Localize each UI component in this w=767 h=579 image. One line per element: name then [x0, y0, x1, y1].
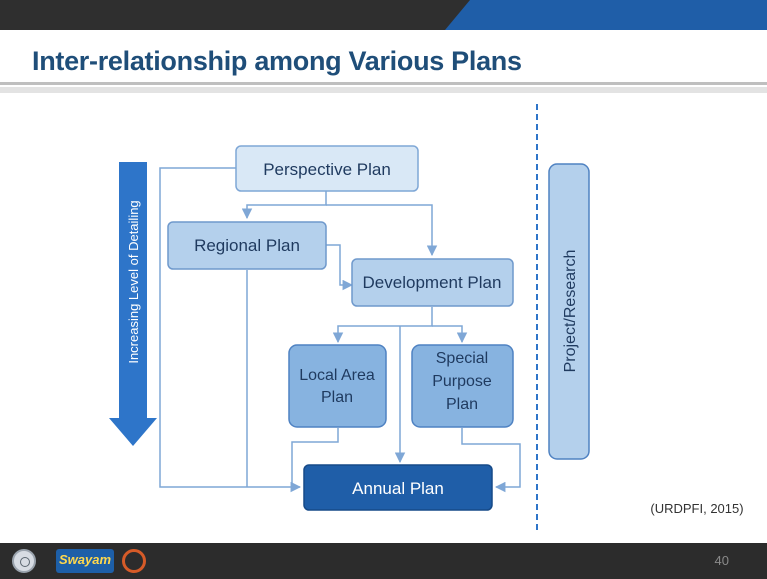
node-perspective-plan: Perspective Plan — [235, 145, 419, 192]
swayam-logo: Swayam — [56, 549, 114, 573]
node-perspective-label: Perspective Plan — [263, 160, 391, 179]
node-development-label: Development Plan — [363, 273, 502, 292]
connector-perspective-development — [326, 204, 438, 257]
node-regional-plan: Regional Plan — [167, 221, 327, 270]
node-special-purpose-plan: Special Purpose Plan — [411, 344, 514, 428]
connector-local-annual — [291, 428, 339, 487]
swayam-logo-text: Swayam — [58, 552, 112, 567]
node-annual-plan: Annual Plan — [303, 464, 493, 511]
connector-perspective-branch — [241, 191, 327, 220]
node-local-area-plan: Local Area Plan — [288, 344, 387, 428]
nptel-logo — [122, 549, 146, 573]
node-special-line2: Purpose — [432, 373, 492, 390]
node-local-area-line2: Plan — [321, 389, 353, 406]
connector-special-annual — [461, 428, 521, 493]
node-development-plan: Development Plan — [351, 258, 514, 307]
connectors — [159, 167, 521, 493]
node-annual-label: Annual Plan — [352, 479, 444, 498]
detailing-arrow: Increasing Level of Detailing — [109, 162, 157, 446]
institute-logo — [12, 549, 36, 573]
page-number: 40 — [714, 553, 729, 568]
footer-bar: Swayam 40 — [0, 543, 767, 579]
connector-development-special — [432, 325, 468, 344]
connector-development-branch — [332, 307, 433, 344]
detailing-arrow-label: Increasing Level of Detailing — [126, 200, 141, 363]
citation: (URDPFI, 2015) — [650, 501, 743, 516]
connector-regional-development — [326, 244, 354, 291]
node-regional-label: Regional Plan — [194, 236, 300, 255]
node-special-line3: Plan — [446, 396, 478, 413]
slide-title: Inter-relationship among Various Plans — [32, 46, 522, 76]
project-research-box: Project/Research — [548, 163, 590, 460]
title-underline — [0, 82, 767, 93]
node-local-area-line1: Local Area — [299, 367, 375, 384]
node-special-line1: Special — [436, 350, 488, 367]
connector-perspective-annual — [159, 167, 302, 493]
project-research-label: Project/Research — [562, 250, 579, 373]
top-banner — [0, 0, 767, 30]
